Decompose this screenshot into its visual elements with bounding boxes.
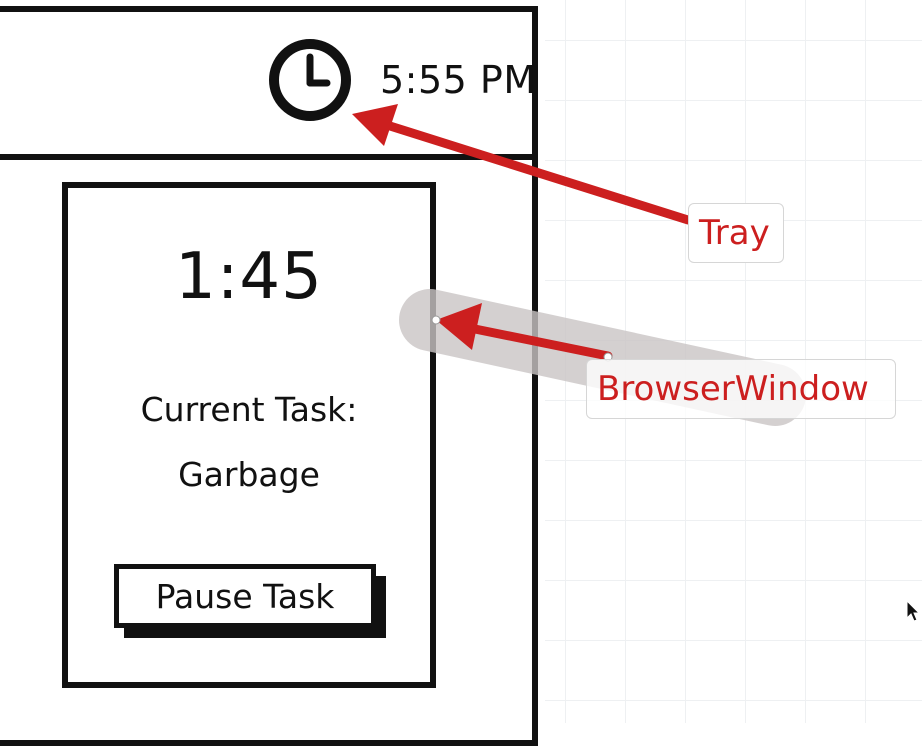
clock-icon bbox=[269, 39, 351, 121]
pause-task-button[interactable]: Pause Task bbox=[114, 564, 376, 628]
tray-bar bbox=[0, 6, 538, 160]
mouse-pointer-icon bbox=[906, 600, 920, 622]
current-task-name: Garbage bbox=[178, 455, 320, 494]
tray-time: 5:55 PM bbox=[380, 58, 537, 102]
tray-callout-label[interactable]: Tray bbox=[688, 203, 784, 263]
browser-window-callout-label[interactable]: BrowserWindow bbox=[586, 359, 896, 419]
current-task-label: Current Task: bbox=[140, 390, 358, 429]
timer-display: 1:45 bbox=[175, 240, 323, 314]
